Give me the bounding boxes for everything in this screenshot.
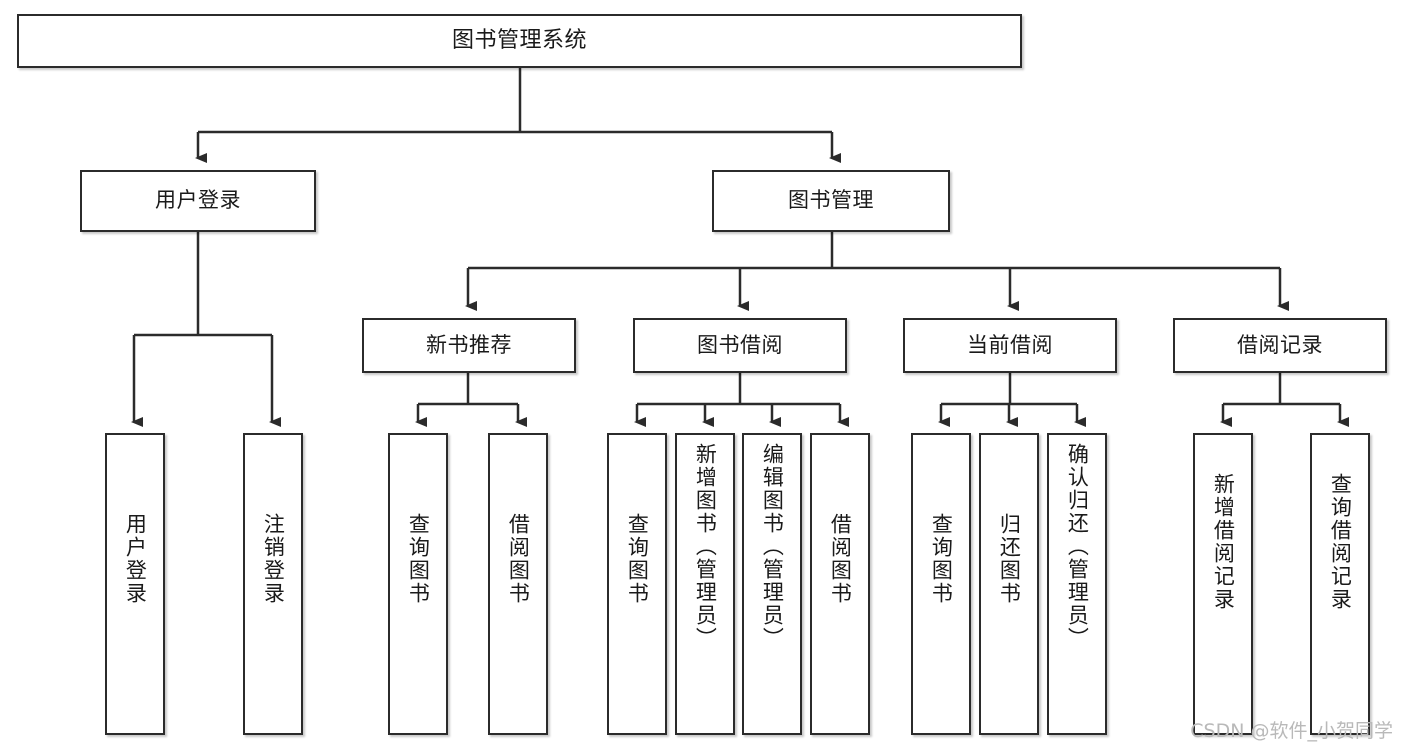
node-root-label: 图书管理系统 [451,27,587,53]
node-leaf-logout-label: 注销登录 [261,513,286,605]
node-current-borrow[interactable]: 当前借阅 [903,318,1117,373]
node-leaf-query-book-2[interactable]: 查询图书 [607,433,667,735]
node-leaf-add-record[interactable]: 新增借阅记录 [1193,433,1253,735]
node-leaf-query-book-1-label: 查询图书 [406,513,431,605]
node-leaf-query-book-3[interactable]: 查询图书 [911,433,971,735]
node-leaf-edit-book-label: 编辑图书（管理员） [760,443,785,650]
node-leaf-query-book-2-label: 查询图书 [625,513,650,605]
node-leaf-user-login-label: 用户登录 [123,513,148,605]
node-leaf-return-book-label: 归还图书 [997,513,1022,605]
node-book-manage-label: 图书管理 [788,188,874,213]
node-leaf-borrow-book-1-label: 借阅图书 [506,513,531,605]
node-leaf-user-login[interactable]: 用户登录 [105,433,165,735]
node-leaf-add-book-label: 新增图书（管理员） [693,443,718,650]
node-current-borrow-label: 当前借阅 [967,332,1053,357]
node-user-login[interactable]: 用户登录 [80,170,316,232]
node-borrow-record[interactable]: 借阅记录 [1173,318,1387,373]
node-leaf-borrow-book-1[interactable]: 借阅图书 [488,433,548,735]
node-leaf-return-book[interactable]: 归还图书 [979,433,1039,735]
node-book-manage[interactable]: 图书管理 [712,170,950,232]
node-leaf-confirm-return[interactable]: 确认归还（管理员） [1047,433,1107,735]
node-leaf-add-book[interactable]: 新增图书（管理员） [675,433,735,735]
node-leaf-query-book-3-label: 查询图书 [929,513,954,605]
node-borrow-record-label: 借阅记录 [1237,332,1323,357]
node-user-login-label: 用户登录 [155,188,241,213]
node-root[interactable]: 图书管理系统 [17,14,1022,68]
csdn-watermark: CSDN @软件_小贺同学 [1190,720,1393,742]
node-book-borrow[interactable]: 图书借阅 [633,318,847,373]
node-book-borrow-label: 图书借阅 [697,332,783,357]
node-leaf-borrow-book-2[interactable]: 借阅图书 [810,433,870,735]
node-leaf-confirm-return-label: 确认归还（管理员） [1065,443,1090,650]
node-leaf-borrow-book-2-label: 借阅图书 [828,513,853,605]
node-leaf-query-book-1[interactable]: 查询图书 [388,433,448,735]
node-leaf-query-record-label: 查询借阅记录 [1328,473,1353,611]
node-leaf-logout[interactable]: 注销登录 [243,433,303,735]
node-new-book-recommend[interactable]: 新书推荐 [362,318,576,373]
node-leaf-query-record[interactable]: 查询借阅记录 [1310,433,1370,735]
node-new-book-recommend-label: 新书推荐 [426,332,512,357]
node-leaf-edit-book[interactable]: 编辑图书（管理员） [742,433,802,735]
node-leaf-add-record-label: 新增借阅记录 [1211,473,1236,611]
